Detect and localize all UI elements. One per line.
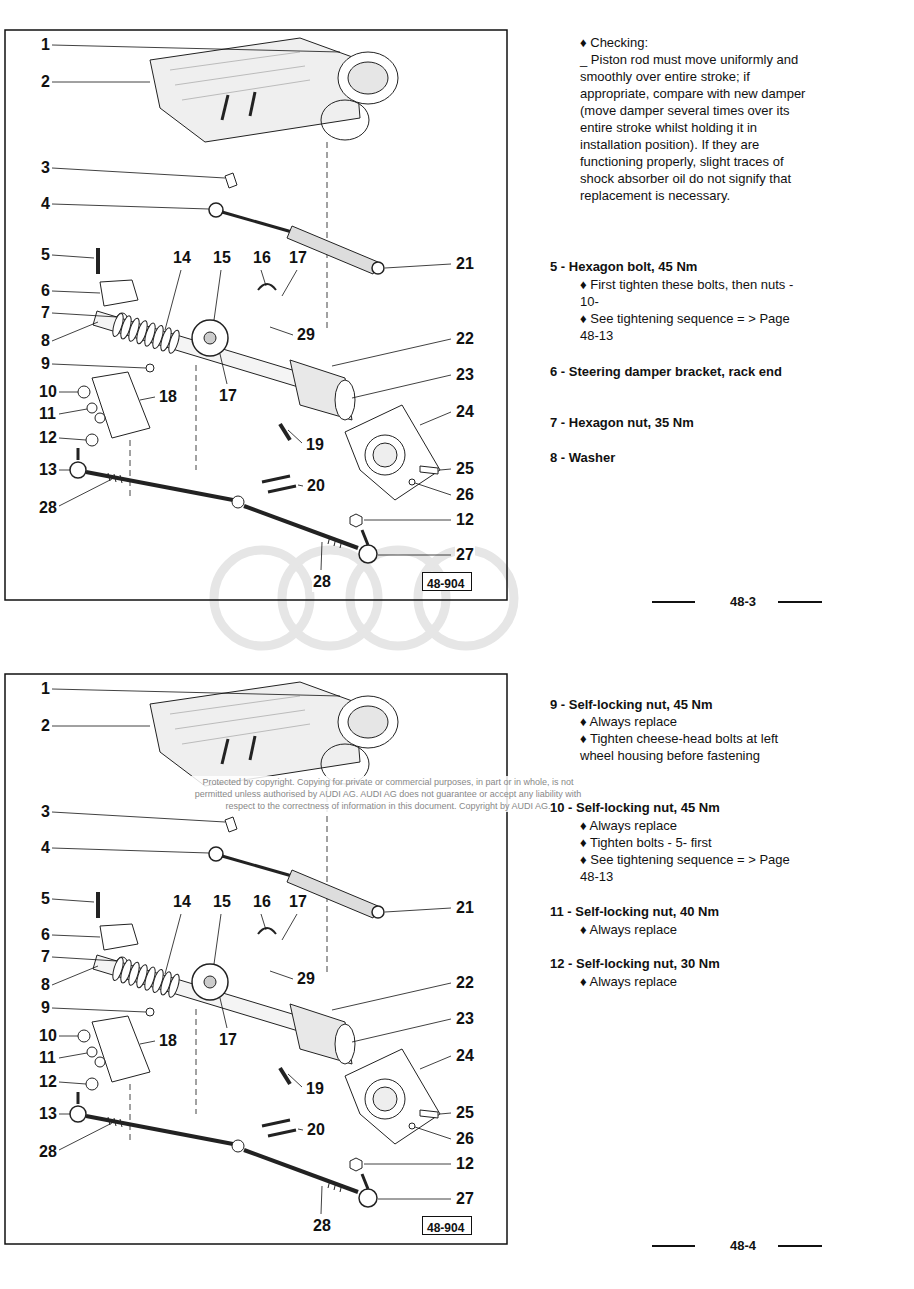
- instruction-text: ♦ See tightening sequence = > Page 48-13: [580, 310, 805, 344]
- callout-number: 19: [305, 435, 325, 455]
- part-heading: 9 - Self-locking nut, 45 Nm: [550, 696, 840, 713]
- part-heading: 10 - Self-locking nut, 45 Nm: [550, 799, 840, 816]
- figure-code-box: 48-904: [422, 1216, 472, 1235]
- drawing-line: [652, 1245, 695, 1247]
- callout-number: 26: [455, 485, 475, 505]
- callout-number: 13: [38, 1104, 58, 1124]
- part-heading: 6 - Steering damper bracket, rack end: [550, 363, 833, 380]
- callout-number: 23: [455, 365, 475, 385]
- callout-number: 23: [455, 1009, 475, 1029]
- callout-number: 12: [455, 510, 475, 530]
- part-heading: 7 - Hexagon nut, 35 Nm: [550, 414, 840, 431]
- callout-number: 28: [38, 1142, 58, 1162]
- instruction-text: ♦ Always replace: [580, 817, 805, 834]
- callout-number: 8: [40, 331, 51, 351]
- instruction-text: ♦ Always replace: [580, 921, 805, 938]
- callout-number: 15: [212, 248, 232, 268]
- callout-number: 26: [455, 1129, 475, 1149]
- callout-number: 28: [38, 498, 58, 518]
- instruction-text: ♦ First tighten these bolts, then nuts -…: [580, 276, 805, 310]
- callout-number: 29: [296, 325, 316, 345]
- callout-number: 12: [38, 428, 58, 448]
- callout-number: 27: [455, 545, 475, 565]
- callout-number: 8: [40, 975, 51, 995]
- part-heading: 11 - Self-locking nut, 40 Nm: [550, 903, 840, 920]
- callout-number: 9: [40, 354, 51, 374]
- callout-number: 11: [38, 404, 57, 424]
- steering-rack-drawing: [5, 30, 507, 600]
- callout-number: 17: [218, 1030, 238, 1050]
- drawing-line: [778, 1245, 822, 1247]
- callout-number: 21: [455, 254, 475, 274]
- page-number: 48-4: [712, 1238, 774, 1254]
- callout-number: 15: [212, 892, 232, 912]
- part-heading: 5 - Hexagon bolt, 45 Nm: [550, 258, 840, 275]
- instruction-text: ♦ Checking:: [580, 34, 810, 51]
- part-heading: 12 - Self-locking nut, 30 Nm: [550, 955, 840, 972]
- instruction-text: ♦ Always replace: [580, 713, 805, 730]
- callout-number: 16: [252, 892, 272, 912]
- callout-number: 25: [455, 459, 475, 479]
- callout-number: 4: [40, 194, 51, 214]
- instruction-text: ♦ Tighten cheese-head bolts at left whee…: [580, 730, 805, 764]
- drawing-line: [778, 601, 822, 603]
- copyright-watermark: Protected by copyright. Copying for priv…: [188, 776, 588, 812]
- callout-number: 24: [455, 402, 475, 422]
- drawing-line: [652, 601, 695, 603]
- callout-number: 21: [455, 898, 475, 918]
- callout-number: 28: [312, 572, 332, 592]
- callout-number: 25: [455, 1103, 475, 1123]
- callout-number: 1: [40, 679, 51, 699]
- figure-code: 48-904: [427, 577, 464, 591]
- instruction-text: ♦ Always replace: [580, 973, 805, 990]
- callout-number: 10: [38, 1026, 58, 1046]
- figure-code: 48-904: [427, 1221, 464, 1235]
- callout-number: 7: [40, 303, 51, 323]
- callout-number: 27: [455, 1189, 475, 1209]
- callout-number: 17: [218, 386, 238, 406]
- instruction-text: ♦ See tightening sequence = > Page 48-13: [580, 851, 805, 885]
- callout-number: 22: [455, 973, 475, 993]
- callout-number: 29: [296, 969, 316, 989]
- callout-number: 20: [306, 476, 326, 496]
- callout-number: 10: [38, 382, 58, 402]
- callout-number: 22: [455, 329, 475, 349]
- instruction-text: ♦ Tighten bolts - 5- first: [580, 834, 805, 851]
- callout-number: 4: [40, 838, 51, 858]
- callout-number: 9: [40, 998, 51, 1018]
- callout-number: 6: [40, 281, 51, 301]
- callout-number: 11: [38, 1048, 57, 1068]
- instruction-text: _ Piston rod must move uniformly and smo…: [580, 51, 808, 204]
- callout-number: 1: [40, 35, 51, 55]
- callout-number: 2: [40, 716, 51, 736]
- callout-number: 19: [305, 1079, 325, 1099]
- callout-number: 14: [172, 248, 192, 268]
- callout-number: 12: [455, 1154, 475, 1174]
- callout-number: 5: [40, 889, 51, 909]
- callout-number: 5: [40, 245, 51, 265]
- page-number: 48-3: [712, 594, 774, 610]
- callout-number: 28: [312, 1216, 332, 1236]
- callout-number: 16: [252, 248, 272, 268]
- callout-number: 12: [38, 1072, 58, 1092]
- callout-number: 6: [40, 925, 51, 945]
- callout-number: 3: [40, 802, 51, 822]
- callout-number: 3: [40, 158, 51, 178]
- steering-rack-drawing: [5, 674, 507, 1244]
- callout-number: 20: [306, 1120, 326, 1140]
- callout-number: 24: [455, 1046, 475, 1066]
- callout-number: 7: [40, 947, 51, 967]
- callout-number: 18: [158, 387, 178, 407]
- figure-code-box: 48-904: [422, 572, 472, 591]
- callout-number: 2: [40, 72, 51, 92]
- callout-number: 17: [288, 892, 308, 912]
- callout-number: 14: [172, 892, 192, 912]
- callout-number: 17: [288, 248, 308, 268]
- callout-number: 18: [158, 1031, 178, 1051]
- callout-number: 13: [38, 460, 58, 480]
- part-heading: 8 - Washer: [550, 449, 840, 466]
